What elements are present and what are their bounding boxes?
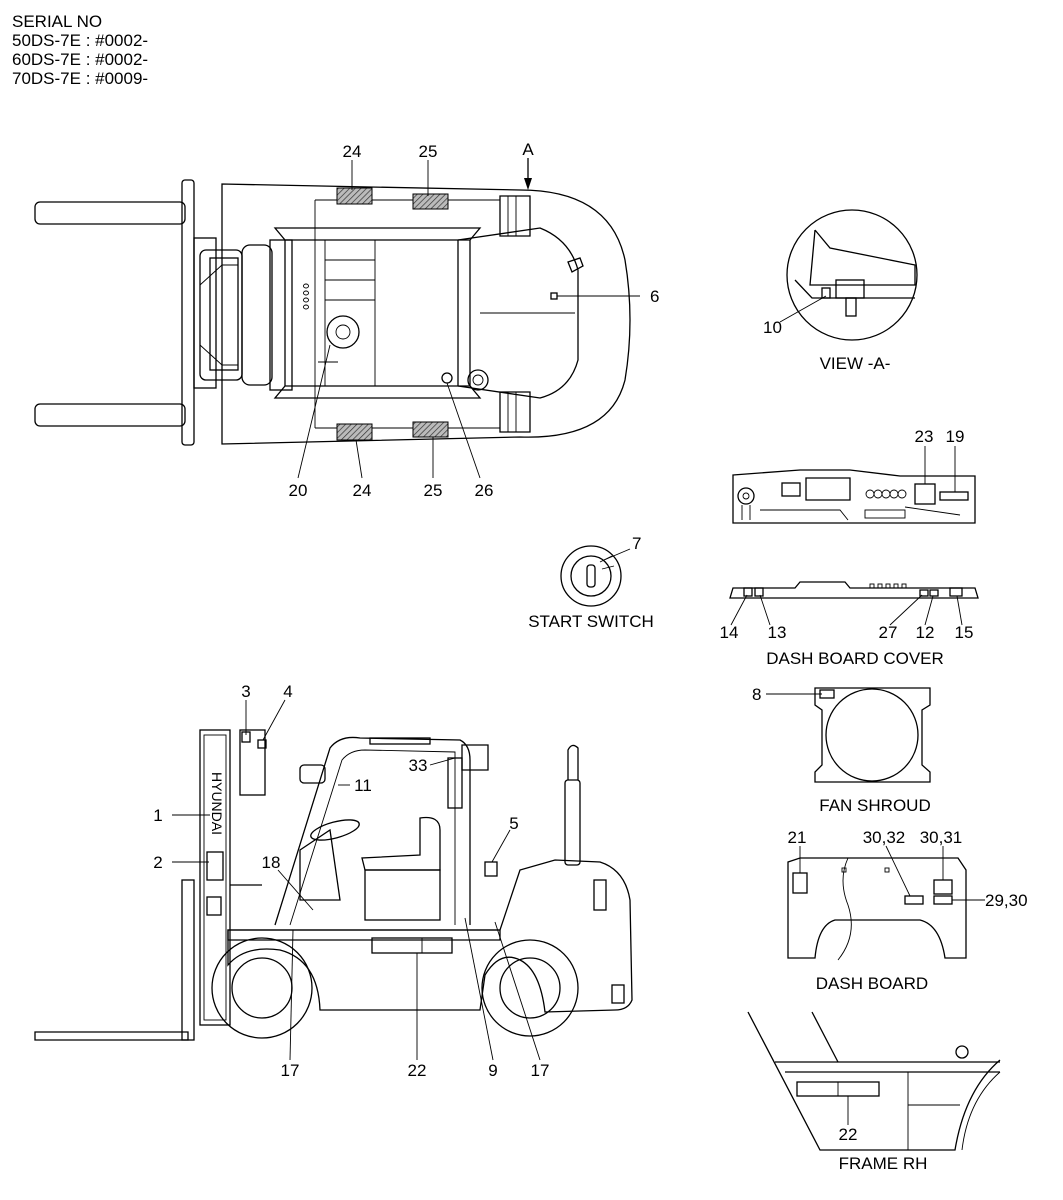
- callout-9: 9: [488, 1061, 497, 1080]
- callout-1: 1: [153, 806, 162, 825]
- callout-23: 23: [915, 427, 934, 446]
- callout-29-30: 29,30: [985, 891, 1028, 910]
- start-switch-caption: START SWITCH: [528, 612, 654, 631]
- callout-30-31: 30,31: [920, 828, 963, 847]
- fan-shroud-drawing: [766, 687, 931, 783]
- view-a-detail: [779, 209, 918, 341]
- start-switch-drawing: [560, 545, 631, 607]
- serial-heading: SERIAL NO: [12, 12, 103, 31]
- callout-2: 2: [153, 853, 162, 872]
- dash-cover-detail: [732, 446, 976, 524]
- callout-24-top: 24: [343, 142, 362, 161]
- callout-25-top: 25: [419, 142, 438, 161]
- serial-line-70ds: 70DS-7E : #0009-: [12, 69, 149, 88]
- callout-22-side: 22: [408, 1061, 427, 1080]
- dash-board-caption: DASH BOARD: [816, 974, 928, 993]
- dash-board-cover-caption: DASH BOARD COVER: [766, 649, 944, 668]
- callout-33: 33: [409, 756, 428, 775]
- callout-24-bottom: 24: [353, 481, 372, 500]
- dash-board-drawing: [787, 845, 985, 961]
- frame-rh-drawing: [747, 1011, 1001, 1151]
- frame-rh-caption: FRAME RH: [839, 1154, 928, 1173]
- callout-17-left: 17: [281, 1061, 300, 1080]
- callout-13: 13: [768, 623, 787, 642]
- mast-brand-text: HYUNDAI: [209, 772, 225, 835]
- callout-12: 12: [916, 623, 935, 642]
- view-a-caption: VIEW -A-: [820, 354, 891, 373]
- callout-30-32: 30,32: [863, 828, 906, 847]
- dash-board-cover-drawing: [729, 581, 979, 626]
- callout-6: 6: [650, 287, 659, 306]
- callout-14: 14: [720, 623, 739, 642]
- callout-4: 4: [283, 682, 292, 701]
- callout-20: 20: [289, 481, 308, 500]
- callout-7: 7: [632, 534, 641, 553]
- serial-number-block: SERIAL NO 50DS-7E : #0002- 60DS-7E : #00…: [12, 12, 148, 88]
- fan-shroud-caption: FAN SHROUD: [819, 796, 930, 815]
- callout-11: 11: [354, 776, 372, 795]
- callout-17-right: 17: [531, 1061, 550, 1080]
- callout-15: 15: [955, 623, 974, 642]
- callout-10: 10: [763, 318, 782, 337]
- side-view-forklift: HYUNDAI: [34, 699, 633, 1061]
- callout-22-frame: 22: [839, 1125, 858, 1144]
- view-a-marker: A: [522, 140, 534, 159]
- callout-21: 21: [788, 828, 807, 847]
- callout-26: 26: [475, 481, 494, 500]
- top-view-forklift: [34, 158, 640, 479]
- serial-line-50ds: 50DS-7E : #0002-: [12, 31, 149, 50]
- callout-3: 3: [241, 682, 250, 701]
- callout-8: 8: [752, 685, 761, 704]
- callout-25-bottom: 25: [424, 481, 443, 500]
- callout-5: 5: [509, 814, 518, 833]
- callout-18: 18: [262, 853, 281, 872]
- callout-19: 19: [946, 427, 965, 446]
- serial-line-60ds: 60DS-7E : #0002-: [12, 50, 149, 69]
- callout-27: 27: [879, 623, 898, 642]
